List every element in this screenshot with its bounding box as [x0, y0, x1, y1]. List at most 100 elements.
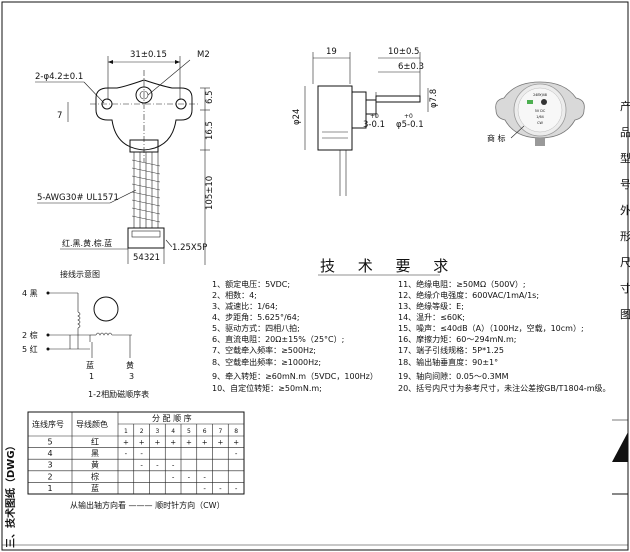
dim-6-5: 6.5 — [205, 90, 215, 104]
dim-19: 19 — [326, 47, 337, 57]
tech-requirements: 技 术 要 求 1、额定电压：5VDC; 2、相数：4; 3、减速比：1/64;… — [212, 257, 611, 393]
dim-tol-a: +0 — [370, 113, 379, 120]
row-seq: 3 — [47, 461, 52, 470]
step-header: 3 — [155, 428, 159, 435]
row-cell: - — [188, 473, 191, 481]
dim-d24: φ24 — [292, 109, 302, 125]
connector-size: 1.25X5P — [172, 243, 207, 253]
dim-16-5: 16.5 — [205, 121, 215, 140]
step-header: 4 — [171, 428, 175, 435]
side-view: 19 10±0.5 6±0.3 φ24 φ7.8 +0 3-0.1 +0 φ5-… — [292, 47, 439, 196]
frag-6: 形 — [620, 230, 630, 243]
label-line-2: 5V DC — [535, 109, 546, 113]
row-cell: - — [219, 485, 222, 493]
spec-item: 19、轴向间隙：0.05～0.3MM — [398, 371, 509, 381]
row-cell: - — [140, 462, 143, 470]
col-header-seq: 连线序号 — [32, 419, 64, 429]
dim-d7-8: φ7.8 — [429, 89, 439, 108]
spec-item: 16、摩擦力矩：60～294mN.m; — [398, 334, 516, 344]
frag-7: 尺 — [620, 256, 630, 269]
spec-list-left: 1、额定电压：5VDC; 2、相数：4; 3、减速比：1/64; 4、步距角：5… — [212, 279, 378, 393]
spec-item: 13、绝缘等级：E; — [398, 301, 464, 311]
dim-6: 6±0.3 — [398, 62, 424, 72]
spec-item: 2、相数：4; — [212, 290, 257, 300]
dim-7: 7 — [57, 111, 62, 121]
right-title-fragments: 产 品 型 号 外 形 尺 寸 图 — [612, 99, 630, 495]
spec-item: 18、输出轴垂直度：90±1° — [398, 357, 498, 367]
section-title: 三、技术图纸（DWG） — [4, 440, 17, 548]
row-cell: - — [203, 485, 206, 493]
dim-width: 31±0.15 — [130, 50, 167, 60]
row-cell: - — [172, 462, 175, 470]
spec-title: 技 术 要 求 — [320, 257, 457, 275]
row-cell: - — [156, 462, 159, 470]
dim-d5: φ5-0.1 — [396, 120, 424, 130]
row-seq: 4 — [47, 449, 52, 458]
row-cell: + — [139, 439, 145, 447]
row-seq: 5 — [47, 438, 52, 447]
label-line-4: CW — [537, 121, 543, 125]
logo-fragment — [612, 432, 628, 462]
wire-label-1: 1 — [89, 372, 94, 381]
connector-pins: 54321 — [133, 253, 160, 263]
spec-item: 4、步距角：5.625°/64; — [212, 312, 300, 322]
spec-item: 1、额定电压：5VDC; — [212, 279, 290, 289]
wire-spec: 5-AWG30# UL1571 — [37, 193, 119, 203]
spec-item: 20、括号内尺寸为参考尺寸，未注公差按GB/T1804-m级。 — [398, 383, 611, 393]
row-color: 棕 — [91, 471, 99, 481]
frag-9: 图 — [620, 308, 630, 321]
row-cell: + — [154, 439, 160, 447]
trademark-label: 商 标 — [487, 133, 506, 143]
row-cell: - — [203, 473, 206, 481]
wire-label-3-color: 黄 — [126, 360, 134, 370]
row-cell: + — [202, 439, 208, 447]
spec-item: 15、噪声：≤40dB（A）（100Hz，空载，10cm）; — [398, 323, 584, 333]
row-cell: + — [186, 439, 192, 447]
spec-item: 7、空载牵入频率：≥500Hz; — [212, 345, 316, 355]
product-photo: 24BYJ48 5V DC 1/64 CW 商 标 — [487, 81, 585, 146]
col-header-color: 导线颜色 — [76, 419, 108, 429]
spec-list-right: 11、绝缘电阻：≥50MΩ（500V）; 12、绝缘介电强度：600VAC/1m… — [398, 279, 611, 393]
frag-8: 寸 — [620, 281, 630, 295]
row-cell: - — [235, 450, 238, 458]
frag-4: 号 — [620, 178, 630, 191]
spec-item: 6、直流电阻：20Ω±15%（25°C）; — [212, 334, 344, 344]
row-seq: 1 — [47, 484, 52, 493]
label-line-1: 24BYJ48 — [533, 93, 547, 97]
row-cell: + — [123, 439, 129, 447]
row-color: 红 — [91, 437, 99, 447]
row-cell: - — [125, 450, 128, 458]
table-footer: 从输出轴方向看 ——— 顺时针方向（CW） — [70, 500, 225, 510]
dim-105: 105±10 — [205, 176, 215, 210]
step-header: 6 — [203, 428, 207, 435]
spec-item: 3、减速比：1/64; — [212, 301, 278, 311]
col-header-dist: 分 配 顺 序 — [152, 413, 192, 423]
spec-item: 17、端子引线规格：5P*1.25 — [398, 345, 504, 355]
dim-3: 3-0.1 — [363, 120, 385, 130]
dim-thread: M2 — [197, 50, 210, 60]
wire-colors: 红.黑.黄.棕.蓝 — [62, 238, 112, 248]
row-cell: + — [170, 439, 176, 447]
frag-5: 外 — [620, 204, 630, 217]
frag-1: 产 — [620, 99, 630, 113]
row-seq: 2 — [47, 472, 52, 481]
wire-label-3: 3 — [129, 372, 134, 381]
label-line-3: 1/64 — [536, 115, 544, 119]
sequence-subtitle: 1-2相励磁顺序表 — [88, 389, 149, 399]
spec-item: 10、自定位转矩：≥50mN.m; — [212, 383, 322, 393]
step-header: 5 — [187, 428, 191, 435]
row-cell: - — [140, 450, 143, 458]
spec-item: 8、空载牵出频率：≥1000Hz; — [212, 357, 321, 367]
wiring-diagram: 接线示意图 4 黑 2 棕 5 红 蓝 1 黄 3 1-2相励磁顺序表 — [22, 269, 149, 399]
step-header: 8 — [234, 428, 238, 435]
step-header: 2 — [140, 428, 144, 435]
spec-item: 14、温升：≤60K; — [398, 313, 465, 322]
row-cell: + — [217, 439, 223, 447]
row-color: 蓝 — [91, 483, 99, 493]
frag-3: 型 — [620, 151, 630, 165]
row-cell: - — [235, 485, 238, 493]
